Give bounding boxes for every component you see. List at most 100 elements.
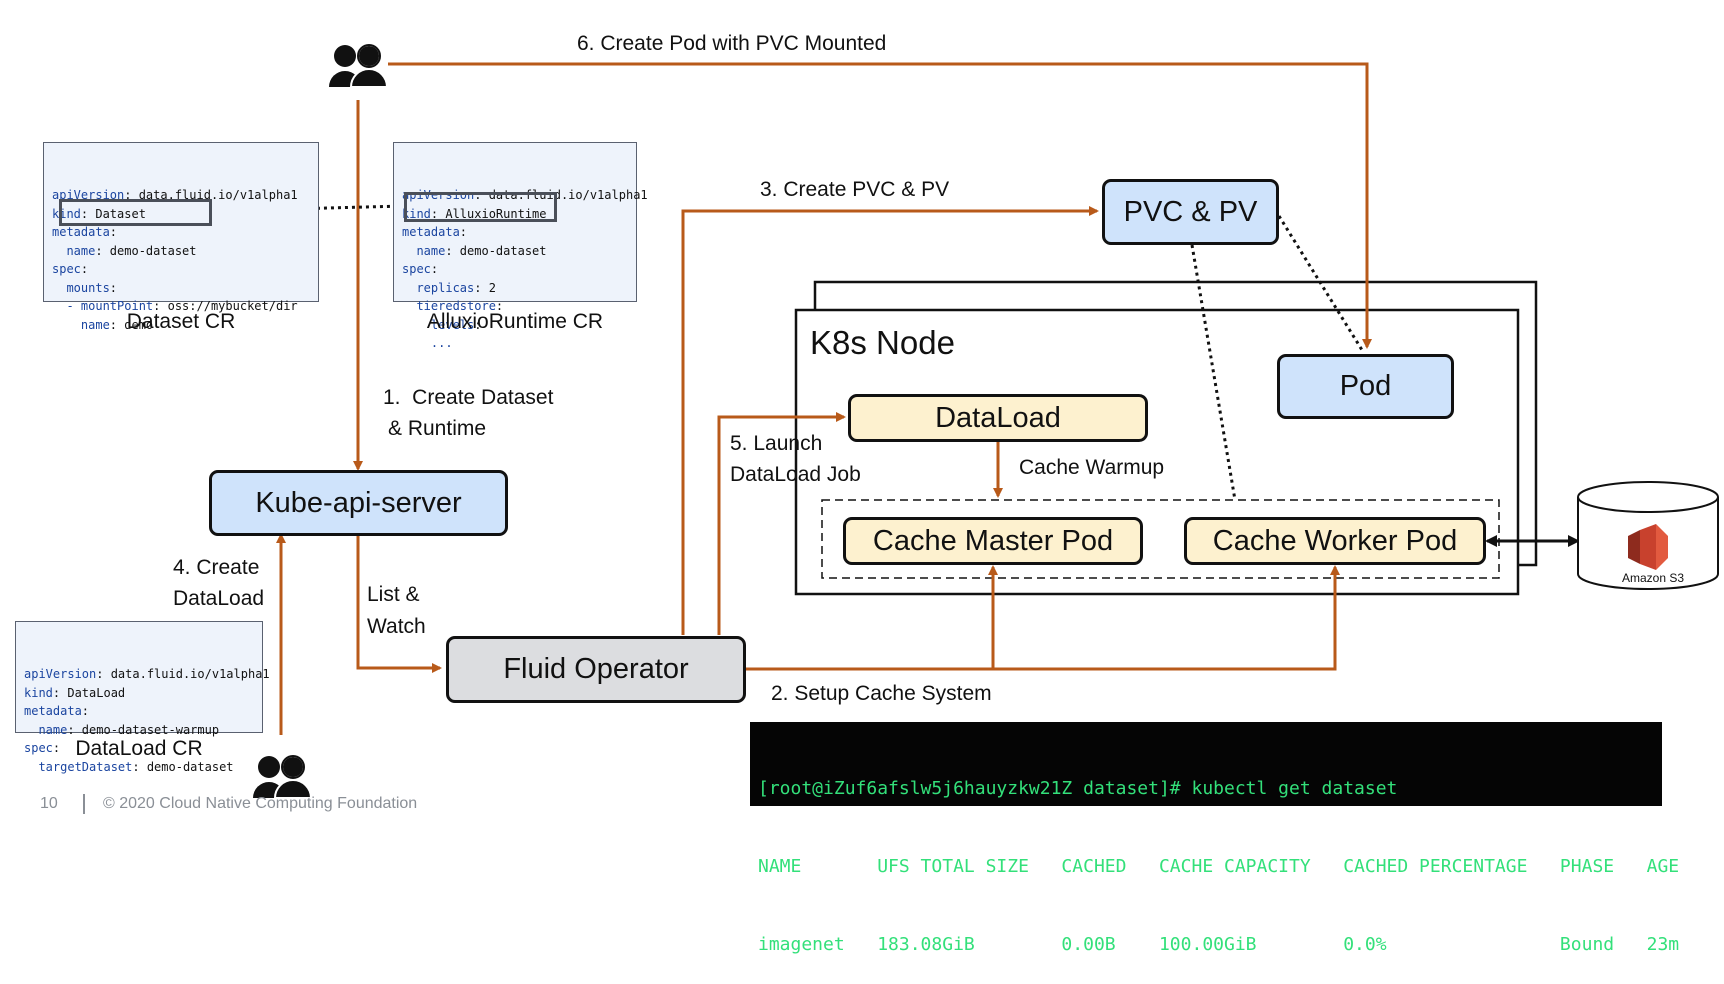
list-watch-label-line2: Watch [367, 615, 426, 638]
yaml-value: : demo-dataset [95, 243, 197, 258]
yaml-line: - mountPoint: oss://mybucket/dir [52, 297, 310, 316]
yaml-key: mounts [52, 280, 110, 295]
yaml-value: : [109, 280, 118, 295]
yaml-key: name [52, 243, 96, 258]
yaml-value: : [109, 225, 118, 239]
cache-master-pod-box: Cache Master Pod [843, 517, 1143, 565]
dotted-pvc-cache [1190, 244, 1237, 501]
yaml-value: : data.fluid.io/v1alpha1 [96, 667, 270, 681]
cache-master-pod-label: Cache Master Pod [872, 524, 1114, 557]
dataset-cr-caption: Dataset CR [126, 310, 236, 333]
yaml-line: spec: [52, 260, 310, 279]
yaml-key: name [24, 722, 68, 737]
step5-label-line1: 5. Launch [730, 432, 823, 455]
yaml-key: tieredstore [402, 299, 496, 313]
amazon-s3-label: Amazon S3 [1622, 571, 1685, 585]
yaml-key: metadata [402, 225, 460, 239]
yaml-line: metadata: [52, 223, 310, 242]
yaml-value: : Dataset [80, 206, 146, 221]
yaml-value: : demo-dataset-warmup [67, 722, 220, 737]
yaml-line: name: demo-dataset [52, 242, 310, 261]
yaml-value: : AlluxioRuntime [430, 206, 547, 221]
yaml-key: ... [402, 336, 453, 350]
cache-worker-pod-box: Cache Worker Pod [1184, 517, 1486, 565]
yaml-line: name: demo-dataset [402, 242, 628, 261]
step5-label-line2: DataLoad Job [730, 463, 861, 486]
yaml-line: tieredstore: [402, 297, 628, 316]
footer-page-number: 10 [40, 795, 58, 812]
yaml-line: ... [402, 334, 628, 353]
yaml-value: : demo [109, 317, 154, 332]
yaml-line: targetDataset: demo-dataset [24, 758, 254, 777]
pvc-pv-box: PVC & PV [1102, 179, 1279, 245]
kube-api-server-box: Kube-api-server [209, 470, 508, 536]
dotted-pvc-pod [1277, 215, 1364, 351]
yaml-key: - mountPoint [52, 299, 154, 313]
arrow-list-watch [356, 535, 442, 673]
yaml-line: kind: DataLoad [24, 684, 254, 703]
terminal-output: [root@iZuf6afslw5j6hauyzkw21Z dataset]# … [750, 722, 1679, 955]
yaml-line: apiVersion: data.fluid.io/v1alpha1 [52, 186, 310, 205]
runtime-cr-caption: AlluxioRuntime CR [426, 310, 604, 333]
terminal-prompt: [root@iZuf6afslw5j6hauyzkw21Z dataset]# … [758, 778, 1398, 799]
yaml-line: apiVersion: data.fluid.io/v1alpha1 [402, 186, 648, 205]
yaml-value: : data.fluid.io/v1alpha1 [474, 188, 648, 202]
amazon-s3-icon [1577, 481, 1719, 590]
dataload-box: DataLoad [848, 394, 1148, 442]
yaml-key: apiVersion [24, 667, 97, 681]
yaml-line: replicas: 2 [402, 279, 628, 298]
yaml-key: spec [52, 262, 81, 276]
step1-label-line2: & Runtime [388, 417, 487, 440]
yaml-value: : oss://mybucket/dir [153, 299, 298, 313]
yaml-key: kind [402, 206, 431, 221]
yaml-line: metadata: [24, 702, 254, 721]
arrow-step2-worker [746, 565, 1340, 671]
yaml-value: : data.fluid.io/v1alpha1 [124, 188, 298, 202]
pvc-pv-label: PVC & PV [1123, 195, 1258, 228]
pod-box: Pod [1277, 354, 1454, 419]
yaml-line: mounts: [52, 279, 310, 298]
step4-label-line2: DataLoad [173, 587, 265, 610]
user-icon [253, 755, 313, 799]
fluid-operator-box: Fluid Operator [446, 636, 746, 703]
yaml-line: spec: [24, 739, 254, 758]
yaml-line: levels: [402, 316, 628, 335]
yaml-value: : [81, 704, 90, 718]
yaml-key: apiVersion [52, 188, 125, 202]
yaml-key: metadata [52, 225, 110, 239]
cache-worker-pod-label: Cache Worker Pod [1212, 524, 1458, 557]
runtime-name-highlight [404, 192, 557, 222]
cache-warmup-label: Cache Warmup [1019, 456, 1165, 479]
yaml-key: targetDataset [24, 759, 133, 774]
step4-label-line1: 4. Create [173, 556, 260, 579]
yaml-value: : 2 [474, 280, 496, 295]
yaml-line: kind: AlluxioRuntime [402, 205, 628, 224]
yaml-line: apiVersion: data.fluid.io/v1alpha1 [24, 665, 270, 684]
yaml-value: : [495, 299, 504, 313]
user-icon [329, 44, 389, 88]
yaml-key: metadata [24, 704, 82, 718]
yaml-value: : [52, 741, 61, 755]
terminal-row: imagenet 183.08GiB 0.00B 100.00GiB 0.0% … [758, 934, 1680, 955]
arrow-step3 [681, 206, 1099, 635]
yaml-key: spec [24, 741, 53, 755]
yaml-key: spec [402, 262, 431, 276]
yaml-value: : demo-dataset [132, 759, 234, 774]
step3-label: 3. Create PVC & PV [760, 178, 950, 201]
yaml-value: : [430, 262, 439, 276]
terminal-header: NAME UFS TOTAL SIZE CACHED CACHE CAPACIT… [758, 856, 1680, 877]
yaml-key: replicas [402, 280, 475, 295]
list-watch-label-line1: List & [367, 583, 420, 606]
yaml-key: name [402, 243, 446, 258]
step2-label: 2. Setup Cache System [771, 682, 992, 705]
pod-label: Pod [1339, 370, 1392, 402]
dataload-label: DataLoad [935, 401, 1061, 434]
k8s-node-label: K8s Node [810, 324, 955, 361]
yaml-value: : [459, 225, 468, 239]
yaml-key: levels [402, 317, 475, 332]
yaml-line: name: demo [52, 316, 310, 335]
arrow-step6 [388, 62, 1372, 349]
yaml-key: apiVersion [402, 188, 475, 202]
yaml-value: : [80, 262, 89, 276]
